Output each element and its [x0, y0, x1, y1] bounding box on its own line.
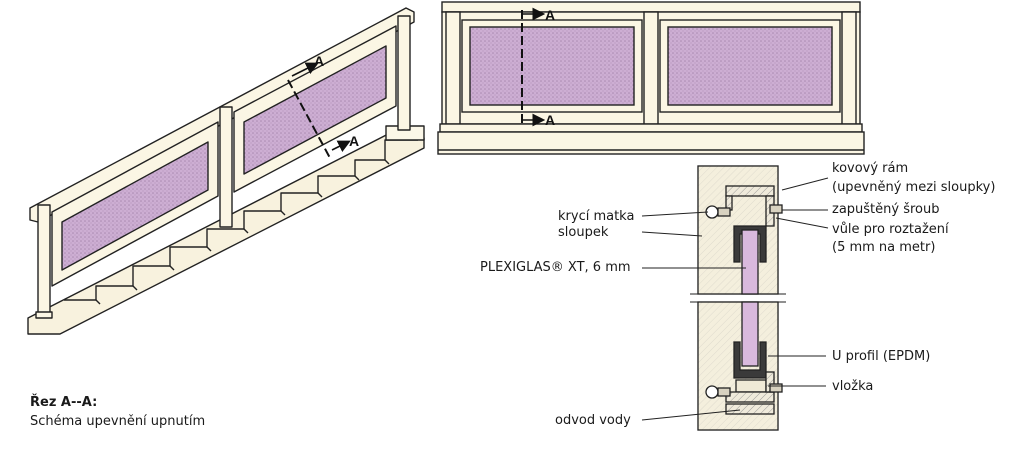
label-cap-nut: krycí matka [558, 209, 635, 224]
elevation-post-middle [643, 11, 659, 125]
countersunk-screw-top [769, 204, 783, 214]
label-plexiglas: PLEXIGLAS® XT, 6 mm [480, 260, 631, 275]
plexiglas-sheet-lower [741, 301, 759, 367]
label-post: sloupek [558, 225, 609, 240]
post-middle [219, 106, 233, 228]
stair-section-line [287, 62, 351, 159]
label-insert: vložka [832, 379, 874, 394]
caption-line-1: Řez A--A: [30, 395, 98, 410]
glass-panel-upper [243, 45, 387, 175]
post-right [397, 15, 411, 131]
post-left [37, 204, 51, 318]
elevation-section-line [521, 7, 546, 127]
glass-panel-lower [61, 141, 209, 271]
label-metal-frame-note: (upevněný mezi sloupky) [832, 180, 996, 195]
elevation-post-right [841, 11, 857, 125]
drain-channel [725, 403, 775, 415]
label-u-profile: U profil (EPDM) [832, 349, 931, 364]
section-mark-stair-top: A [314, 53, 324, 69]
section-mark-top: A [545, 7, 555, 23]
u-profile-bottom [733, 341, 767, 379]
cap-nut-bottom [705, 385, 719, 399]
label-expansion-gap-note: (5 mm na metr) [832, 240, 936, 255]
elevation-railing [437, 1, 865, 155]
label-countersunk-screw: zapuštěný šroub [832, 202, 940, 217]
countersunk-screw-bottom [769, 383, 783, 393]
elevation-top-rail [441, 1, 861, 13]
label-drain: odvod vody [555, 413, 631, 428]
staircase-railing [27, 7, 425, 335]
elevation-post-left [445, 11, 461, 125]
plexiglas-sheet-upper [741, 229, 759, 295]
section-mark-bottom: A [545, 112, 555, 128]
label-metal-frame: kovový rám [832, 161, 909, 176]
label-expansion-gap: vůle pro roztažení [832, 222, 949, 237]
elevation-base [439, 123, 863, 133]
insert [735, 379, 767, 393]
elevation-glass-right [667, 26, 833, 106]
stair-steps [64, 139, 418, 305]
metal-frame-top [725, 185, 775, 197]
leader-lines [641, 177, 829, 421]
section-detail [690, 165, 786, 431]
section-mark-stair-bottom: A [349, 133, 359, 149]
metal-frame-bottom [725, 391, 775, 403]
caption-line-2: Schéma upevnění upnutím [30, 414, 206, 429]
elevation-glass-left [469, 26, 635, 106]
